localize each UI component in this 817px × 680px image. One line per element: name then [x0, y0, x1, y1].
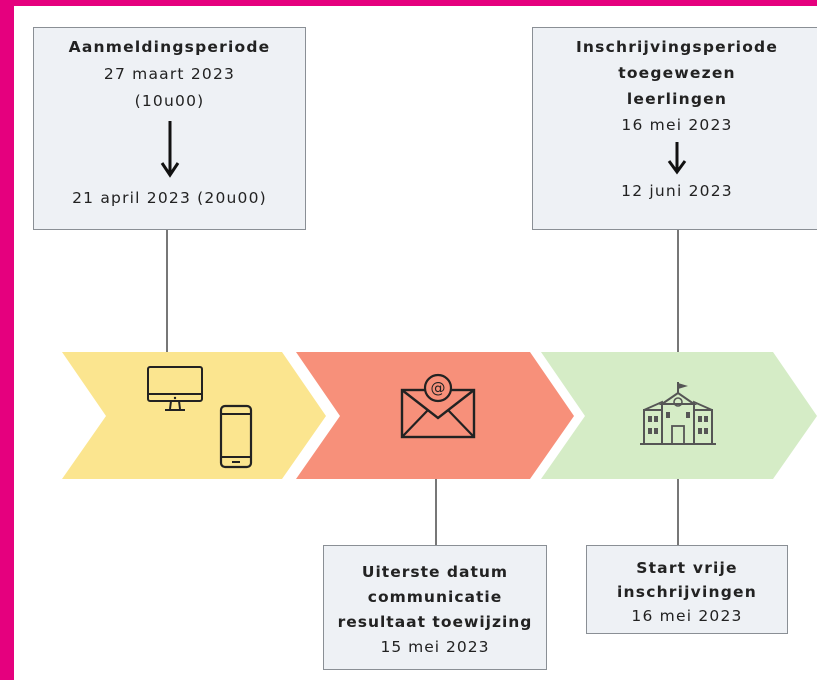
registration-start-time: (10u00) — [134, 92, 205, 110]
free-enrollment-line2: inschrijvingen — [617, 583, 757, 601]
communication-line1: Uiterste datum — [361, 563, 509, 581]
communication-deadline-box: Uiterste datum communicatie resultaat to… — [323, 545, 547, 670]
school-building-icon — [640, 382, 716, 445]
communication-date: 15 mei 2023 — [380, 638, 490, 656]
enrollment-end-date: 12 juni 2023 — [621, 182, 733, 200]
connector-box3 — [435, 479, 437, 545]
registration-start-date: 27 maart 2023 — [103, 65, 236, 83]
communication-line2: communicatie — [367, 588, 503, 606]
arrow-down-icon — [160, 121, 179, 178]
arrow-down-icon — [667, 142, 687, 175]
registration-period-box: Aanmeldingsperiode 27 maart 2023 (10u00)… — [33, 27, 306, 230]
connector-box1 — [166, 230, 168, 352]
connector-box4 — [677, 479, 679, 545]
free-enrollment-box: Start vrije inschrijvingen 16 mei 2023 — [586, 545, 788, 634]
registration-end-date: 21 april 2023 (20u00) — [72, 189, 267, 207]
free-enrollment-date: 16 mei 2023 — [631, 607, 743, 625]
free-enrollment-line1: Start vrije — [636, 559, 738, 577]
registration-period-title: Aanmeldingsperiode — [68, 38, 271, 56]
stage-1-chevron — [62, 352, 326, 479]
enrollment-start-date: 16 mei 2023 — [621, 116, 733, 134]
stage-3-chevron — [541, 352, 817, 479]
enrollment-period-box: Inschrijvingsperiode toegewezen leerling… — [532, 27, 817, 230]
connector-box2 — [677, 230, 679, 352]
svg-text:@: @ — [431, 379, 446, 397]
communication-line3: resultaat toewijzing — [337, 613, 533, 631]
smartphone-icon — [219, 404, 253, 469]
enrollment-title-line2: toegewezen — [618, 64, 736, 82]
email-envelope-icon: @ — [400, 373, 476, 439]
enrollment-title-line1: Inschrijvingsperiode — [575, 38, 779, 56]
enrollment-title-line3: leerlingen — [626, 90, 728, 108]
computer-monitor-icon — [147, 366, 203, 411]
